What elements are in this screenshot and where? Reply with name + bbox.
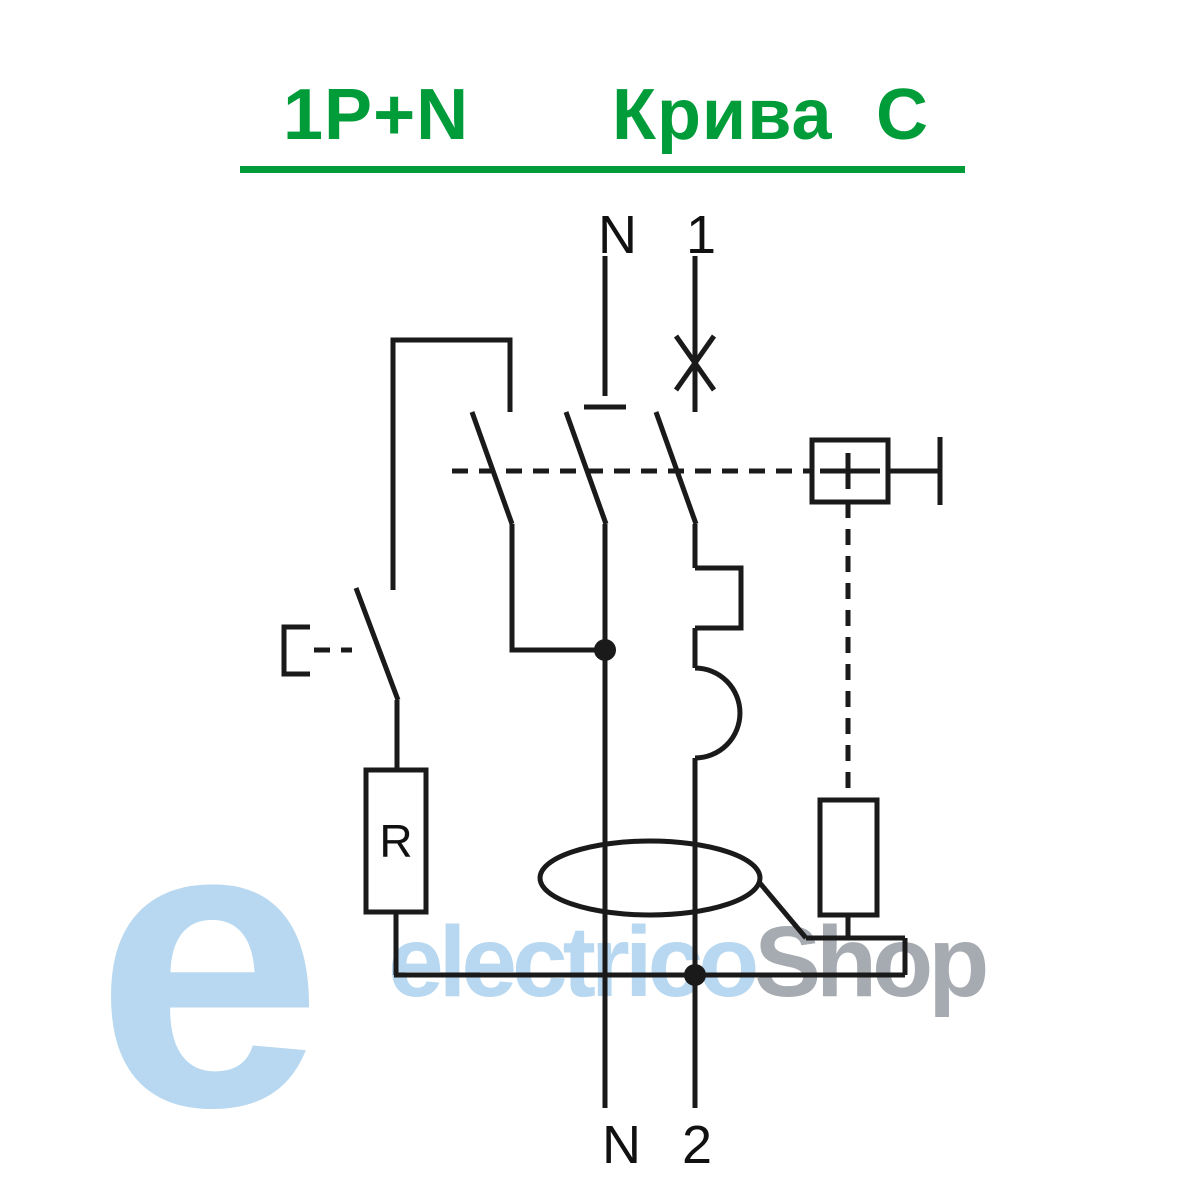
neutral-contact-blade — [563, 411, 609, 525]
thermal-trip-arc — [694, 665, 743, 761]
watermark-brand-shop: Shop — [754, 906, 989, 1018]
test-resistor — [817, 797, 880, 938]
auxiliary-loop-wire — [390, 337, 513, 590]
trip-cross-icon — [673, 334, 717, 392]
actuator-switch-blade — [353, 587, 401, 701]
junction-dot-neutral — [594, 639, 616, 661]
current-transformer — [537, 838, 908, 975]
ct-ellipse — [537, 838, 763, 918]
auxiliary-contact-blade — [469, 411, 515, 525]
title-pole-configuration: 1P+N — [283, 75, 470, 155]
magnetic-trip-loop — [695, 565, 744, 631]
top-terminal-leads — [584, 256, 698, 412]
resistor-R: R — [363, 767, 429, 975]
terminal-label-bottom-neutral: N — [602, 1115, 641, 1175]
line-conductor — [684, 524, 744, 986]
main-contact-blades — [452, 411, 812, 525]
actuator-bracket-icon — [281, 624, 310, 677]
neutral-conductor — [594, 524, 616, 975]
test-resistor-box — [817, 797, 880, 918]
line-contact-blade — [653, 411, 699, 525]
resistor-box — [363, 767, 429, 915]
title-curve-letter: С — [876, 75, 929, 155]
watermark-logo-letter: e — [95, 734, 324, 1192]
terminal-label-top-line: 1 — [686, 205, 717, 265]
title-underline — [240, 166, 965, 173]
auxiliary-branch-wire — [509, 524, 600, 653]
test-pushbutton — [809, 437, 943, 800]
resistor-label: R — [379, 815, 412, 867]
bottom-wiring — [394, 972, 905, 1108]
left-actuator — [281, 587, 401, 770]
terminal-label-top-neutral: N — [598, 205, 637, 265]
terminal-label-bottom-line: 2 — [682, 1115, 713, 1175]
title-curve-word: Крива — [612, 75, 833, 155]
